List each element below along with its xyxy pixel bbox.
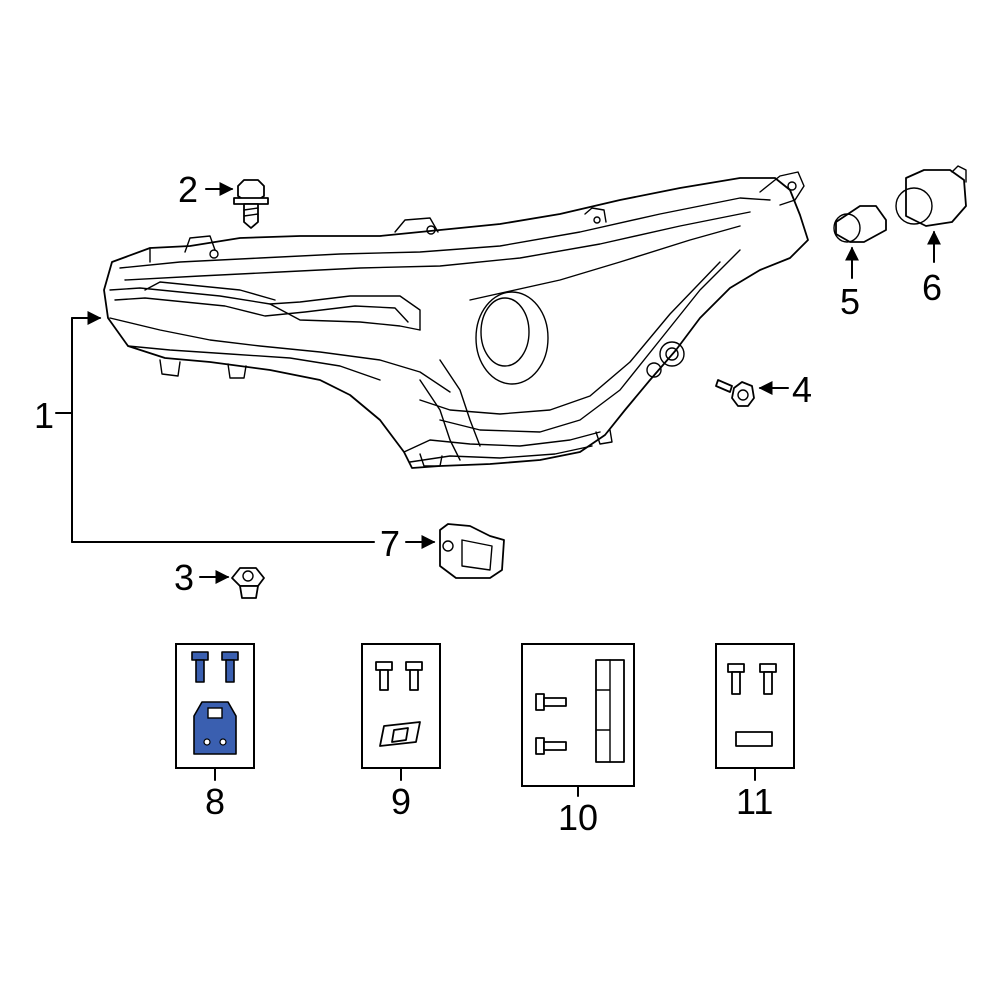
kit-9-box[interactable]: [361, 643, 441, 769]
kit-11-pad: [735, 731, 773, 747]
callout-2: 2: [178, 169, 198, 210]
kit-8-screw-left: [191, 651, 209, 683]
callout-3: 3: [174, 557, 194, 598]
callout-1-bracket: [55, 311, 375, 543]
callout-11: 11: [736, 781, 773, 822]
kit-9-bracket: [379, 721, 421, 747]
kit-10-strip: [595, 659, 625, 763]
kit-10-box[interactable]: [521, 643, 635, 787]
kit-8-screw-right: [221, 651, 239, 683]
kit-10-screw-top: [535, 693, 567, 711]
kit-11-screw-right: [759, 663, 777, 695]
callout-7: 7: [380, 523, 400, 564]
screw-part-4[interactable]: [715, 379, 755, 407]
callout-4: 4: [792, 369, 812, 410]
callout-10: 10: [558, 797, 598, 838]
kit-8-box[interactable]: [175, 643, 255, 769]
callout-1: 1: [34, 395, 54, 436]
callout-9: 9: [391, 781, 411, 822]
callout-5: 5: [840, 281, 860, 322]
kit-10-screw-bottom: [535, 737, 567, 755]
callout-8: 8: [205, 781, 225, 822]
kit-11-box[interactable]: [715, 643, 795, 769]
kit-9-screw-left: [375, 661, 393, 691]
callout-6: 6: [922, 267, 942, 308]
headlamp-assembly[interactable]: [103, 171, 809, 469]
socket-part-6[interactable]: [895, 165, 967, 227]
bolt-part-2[interactable]: [233, 179, 269, 229]
kit-11-screw-left: [727, 663, 745, 695]
kit-8-clip: [193, 701, 237, 755]
bracket-part-7[interactable]: [439, 523, 505, 579]
bulb-part-5[interactable]: [833, 205, 887, 243]
kit-9-screw-right: [405, 661, 423, 691]
nut-part-3[interactable]: [231, 567, 265, 599]
